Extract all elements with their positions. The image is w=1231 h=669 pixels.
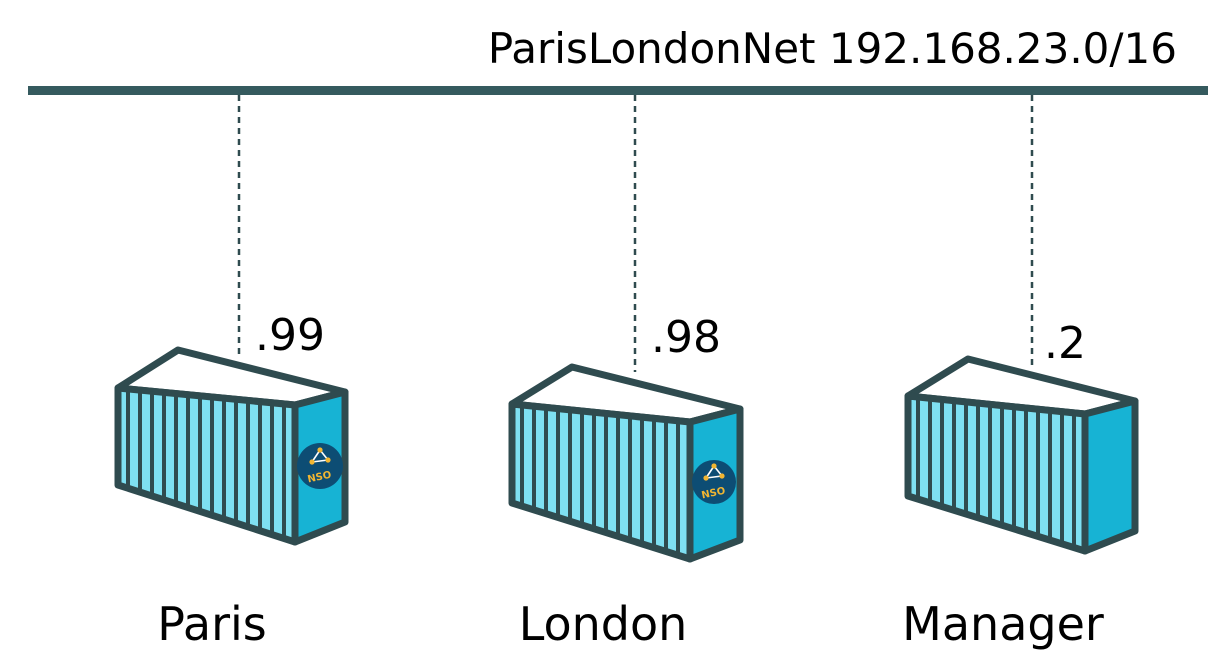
container-paris: NSO: [114, 346, 349, 546]
container-front: [904, 392, 1089, 555]
network-bus-line: [28, 86, 1208, 95]
network-label: ParisLondonNet 192.168.23.0/16: [488, 24, 1177, 73]
container-london: NSO: [508, 363, 744, 563]
container-side: [1081, 397, 1139, 555]
nso-badge-icon: NSO: [297, 443, 343, 489]
container-manager: [904, 355, 1139, 555]
ip-suffix-manager: .2: [1044, 318, 1086, 369]
container-front: [114, 384, 299, 546]
nso-badge-icon: NSO: [692, 460, 736, 504]
nso-badge-label: NSO: [701, 486, 727, 502]
host-label-paris: Paris: [157, 597, 267, 651]
ip-suffix-paris: .99: [255, 310, 325, 361]
host-label-manager: Manager: [902, 597, 1104, 651]
host-label-london: London: [519, 597, 688, 651]
nso-badge-label: NSO: [307, 470, 333, 486]
ip-suffix-london: .98: [651, 312, 721, 363]
container-front: [508, 400, 694, 563]
